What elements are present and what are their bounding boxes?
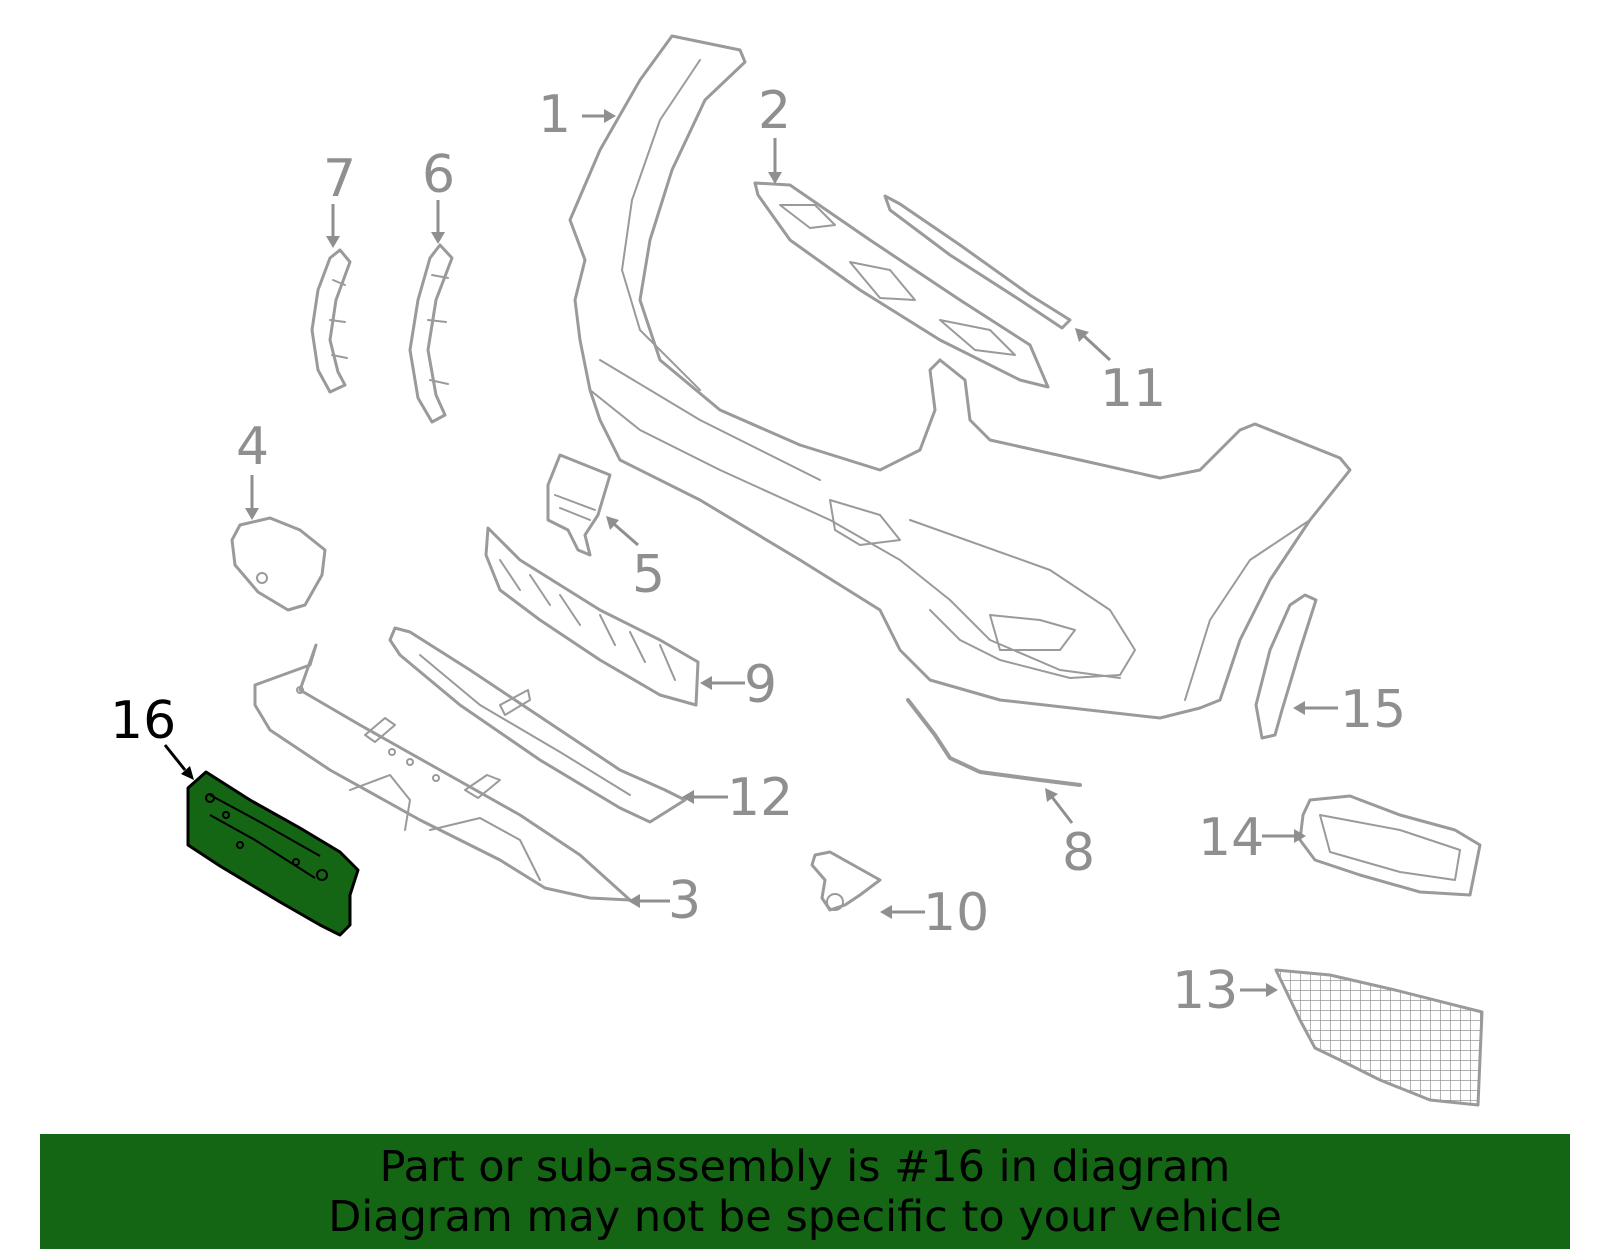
part-4-fog-lamp-cover[interactable] (230, 516, 327, 612)
callout-labels: 1 2 3 4 5 6 7 8 9 10 11 12 13 14 15 16 (110, 81, 1406, 1021)
callout-14[interactable]: 14 (1198, 808, 1264, 868)
info-banner: Part or sub-assembly is #16 in diagram D… (40, 1134, 1570, 1249)
banner-line-2: Diagram may not be specific to your vehi… (328, 1191, 1282, 1242)
callout-4[interactable]: 4 (236, 417, 269, 477)
banner-line-1: Part or sub-assembly is #16 in diagram (379, 1141, 1231, 1192)
part-10-sensor-holder[interactable] (810, 850, 882, 912)
part-2-grille-trim[interactable] (753, 181, 1050, 389)
callout-11[interactable]: 11 (1100, 359, 1166, 419)
parts-diagram: 1 2 3 4 5 6 7 8 9 10 11 12 13 14 15 16 (110, 34, 1484, 1107)
callout-9[interactable]: 9 (744, 655, 777, 715)
callout-10[interactable]: 10 (923, 883, 989, 943)
callout-2[interactable]: 2 (758, 81, 791, 141)
part-13-grille-mesh[interactable] (1274, 968, 1484, 1107)
part-8-trim-strip[interactable] (906, 698, 1082, 787)
callout-7[interactable]: 7 (323, 149, 356, 209)
callout-16[interactable]: 16 (110, 691, 176, 751)
callout-arrows (163, 109, 1338, 997)
callout-13[interactable]: 13 (1172, 961, 1238, 1021)
part-16-license-plate-bracket[interactable] (186, 770, 360, 937)
part-12-lower-trim[interactable] (388, 626, 687, 824)
callout-12[interactable]: 12 (727, 768, 793, 828)
callout-5[interactable]: 5 (632, 545, 665, 605)
callout-3[interactable]: 3 (668, 871, 701, 931)
part-11-trim-strip[interactable] (883, 194, 1072, 330)
part-15-side-marker[interactable] (1254, 593, 1318, 740)
callout-6[interactable]: 6 (422, 145, 455, 205)
part-7-side-bracket[interactable] (310, 248, 352, 394)
part-14-reflector-housing[interactable] (1298, 794, 1482, 897)
callout-15[interactable]: 15 (1340, 680, 1406, 740)
callout-8[interactable]: 8 (1062, 823, 1095, 883)
part-5-bracket[interactable] (546, 453, 612, 557)
part-6-side-bracket[interactable] (408, 243, 454, 424)
callout-1[interactable]: 1 (538, 85, 571, 145)
part-1-bumper-cover[interactable] (568, 34, 1352, 720)
part-9-reinforcement[interactable] (484, 526, 700, 707)
